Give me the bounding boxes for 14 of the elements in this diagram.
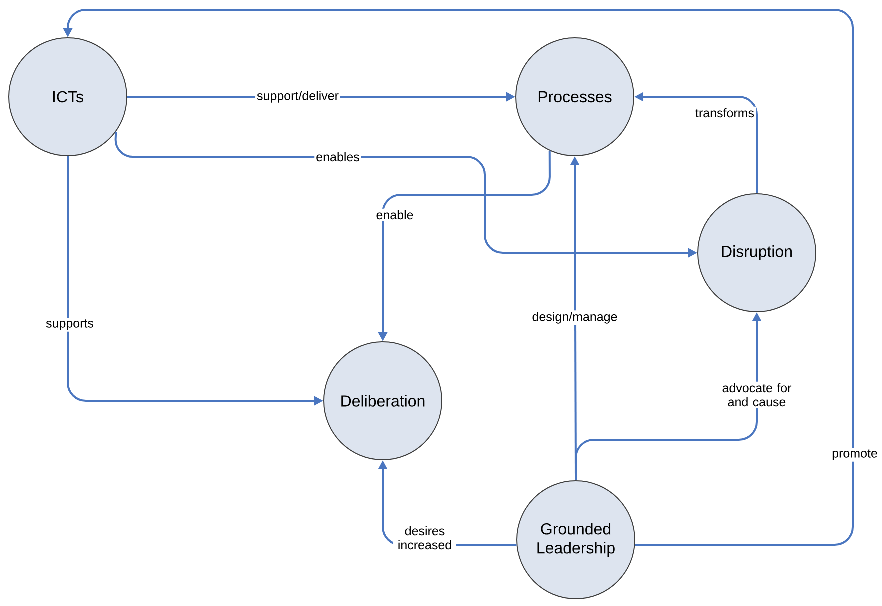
edge-label: transforms [694,106,756,120]
edge-label: enables [314,150,362,164]
edge-label: desires increased [394,524,456,552]
circle-node: Grounded Leadership [516,480,636,600]
circle-node: Deliberation [324,342,442,460]
edge-label: design/manage [530,310,620,326]
edge-label: promote [830,448,880,462]
edge-label: advocate for and cause [718,382,796,408]
edge-label: supports [44,318,96,332]
edge-label: enable [374,208,416,222]
edge-label: support/deliver [256,90,340,104]
circle-node: Processes [516,38,634,156]
circle-node: Disruption [698,194,816,312]
circle-node: ICTs [8,38,128,156]
